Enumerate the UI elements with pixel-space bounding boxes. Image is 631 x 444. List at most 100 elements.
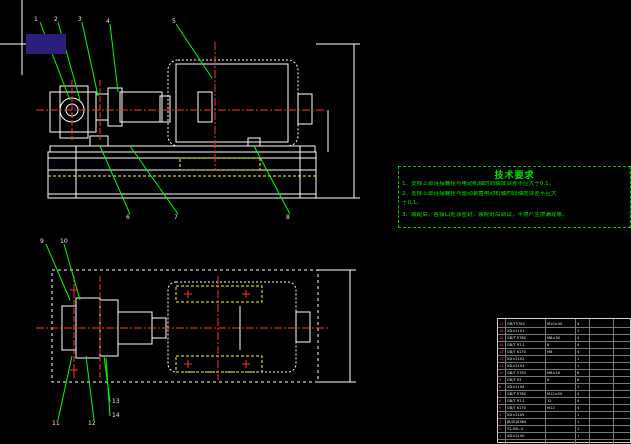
table-cell	[591, 419, 613, 425]
selection-highlight	[26, 34, 66, 54]
table-cell	[615, 419, 629, 425]
table-cell	[615, 349, 629, 355]
table-cell: 13	[499, 350, 504, 354]
table-cell	[615, 412, 629, 418]
table-cell: GB/T 97.1	[507, 399, 525, 403]
technical-requirements-title: 技术要求	[494, 171, 535, 181]
table-cell	[547, 433, 575, 439]
callout-label: 2	[54, 16, 58, 23]
table-cell: 1	[577, 420, 580, 424]
table-cell: 6	[499, 399, 502, 403]
table-cell: Y2-90L-4	[507, 427, 523, 431]
table-cell: XD×2102	[507, 357, 525, 361]
table-cell	[615, 370, 629, 376]
table-cell	[591, 391, 613, 397]
callout-label: 3	[78, 16, 82, 23]
table-cell: 8	[499, 385, 502, 389]
callout-label: 1	[34, 16, 38, 23]
table-cell	[591, 363, 613, 369]
table-cell: M6×16	[547, 371, 560, 375]
table-cell: 6	[577, 378, 580, 382]
table-cell	[591, 433, 613, 439]
table-cell	[547, 356, 575, 362]
table-cell	[591, 342, 613, 348]
table-cell	[547, 328, 575, 334]
callout-label: 11	[52, 420, 60, 427]
table-cell	[591, 377, 613, 383]
table-cell: GB/T5782	[507, 322, 525, 326]
table-cell: GB/T 93	[507, 378, 522, 382]
table-cell	[591, 356, 613, 362]
table-cell: 4	[577, 392, 580, 396]
plan-view	[36, 243, 356, 421]
callout-label: 6	[126, 214, 130, 221]
requirement-line: 1、支撑上部连接螺栓与电动机轴的同轴度误差不应大于0.1。	[402, 181, 555, 187]
requirement-line: 2、支撑上部连接螺栓与驱动装置电动机轴的同轴度误差不应大	[402, 191, 557, 197]
table-cell: 12	[499, 357, 504, 361]
callout-label: 14	[112, 412, 120, 419]
table-cell: 1	[577, 427, 580, 431]
table-cell	[615, 328, 629, 334]
table-cell: GB/T 5782	[507, 336, 526, 340]
table-cell	[591, 335, 613, 341]
requirement-line: 于0.1。	[402, 200, 423, 206]
table-cell: 4	[577, 336, 580, 340]
callout-label: 10	[60, 238, 68, 245]
table-cell: GB/T 5783	[507, 371, 526, 375]
table-cell: 10	[499, 371, 504, 375]
table-cell	[615, 356, 629, 362]
table-cell: XD×2103	[507, 364, 525, 368]
table-cell: 4	[577, 322, 580, 326]
table-cell: 12	[547, 399, 552, 403]
callout-label: 12	[88, 420, 96, 427]
callout-label: 5	[172, 18, 176, 25]
table-cell: M8×30	[547, 336, 560, 340]
table-cell: M12	[547, 406, 555, 410]
table-cell: 16	[499, 329, 504, 333]
table-cell	[615, 335, 629, 341]
table-cell	[615, 363, 629, 369]
table-cell	[615, 377, 629, 383]
table-cell: M12×50	[547, 392, 563, 396]
table-cell: 1	[577, 329, 580, 333]
table-cell	[591, 398, 613, 404]
table-cell: 17	[499, 322, 504, 326]
table-cell: 6	[577, 371, 580, 375]
table-cell: 2	[499, 427, 502, 431]
callout-label: 4	[106, 18, 110, 25]
table-cell: GB/T 97.1	[507, 343, 525, 347]
technical-requirements-note[interactable]: 技术要求 1、支撑上部连接螺栓与电动机轴的同轴度误差不应大于0.1。 2、支撑上…	[398, 166, 631, 228]
front-view	[36, 21, 360, 215]
table-cell: 1	[577, 385, 580, 389]
table-cell: 4	[499, 413, 502, 417]
table-cell	[615, 384, 629, 390]
callout-label: 13	[112, 398, 120, 405]
table-cell: 3	[499, 420, 502, 424]
table-cell: XD×2100	[507, 434, 525, 438]
table-cell: 4	[577, 343, 580, 347]
table-cell: XD×2101	[507, 329, 525, 333]
table-cell: M8	[547, 350, 553, 354]
table-cell: 6	[547, 378, 550, 382]
table-cell: 11	[499, 364, 504, 368]
callout-label: 7	[174, 214, 178, 221]
table-cell: 7	[499, 392, 502, 396]
table-cell	[547, 363, 575, 369]
table-cell: M10×40	[547, 322, 563, 326]
table-cell	[591, 349, 613, 355]
table-cell	[615, 426, 629, 432]
table-cell: 14	[499, 343, 504, 347]
requirement-line: 3、装配后，各接口处涂密封，装配好后调试，不得产生渗漏现象。	[402, 212, 568, 218]
table-cell	[615, 433, 629, 439]
table-cell: 8	[547, 343, 550, 347]
table-row: 2 Y2-90L-4 1	[498, 426, 630, 433]
table-cell	[591, 405, 613, 411]
